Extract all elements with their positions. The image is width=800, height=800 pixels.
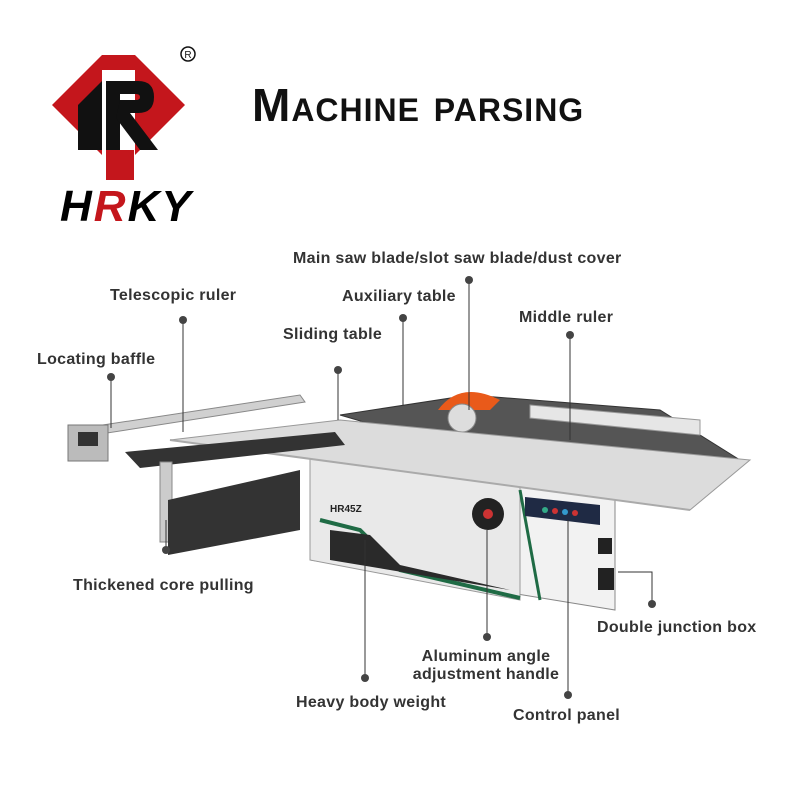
core-pulling-carriage	[168, 470, 300, 555]
brand-name-ky: KY	[127, 182, 193, 231]
callout-thickened-core-pulling: Thickened core pulling	[73, 577, 254, 594]
callout-middle-ruler: Middle ruler	[519, 309, 614, 326]
callout-double-junction-box: Double junction box	[597, 619, 757, 636]
brand-logo: R	[40, 40, 200, 230]
cabinet-recess	[330, 530, 510, 590]
page-title: Machine parsing	[252, 79, 585, 131]
callout-telescopic-ruler: Telescopic ruler	[110, 287, 237, 304]
junction-box-2	[598, 568, 614, 590]
callout-auxiliary-table: Auxiliary table	[342, 288, 456, 305]
rip-fence	[529, 404, 701, 436]
brand-wordmark: HRKY	[60, 182, 193, 232]
model-badge: HR45Z	[330, 504, 362, 515]
logo-mark-icon: R	[52, 46, 196, 180]
callout-aluminum-angle-line2: adjustment handle	[412, 666, 560, 683]
callout-aluminum-angle-line1: Aluminum angle	[421, 648, 551, 665]
registered-mark: R	[184, 50, 191, 61]
callout-heavy-body-weight: Heavy body weight	[296, 694, 447, 711]
callout-aluminum-angle: Aluminum angle adjustment handle	[404, 648, 568, 684]
callout-main-saw-blade: Main saw blade/slot saw blade/dust cover	[293, 250, 622, 267]
outrigger-frame	[125, 432, 345, 468]
callout-locating-baffle: Locating baffle	[37, 351, 156, 368]
leader-lines	[110, 280, 653, 695]
callout-control-panel: Control panel	[513, 707, 621, 724]
brand-name-h: H	[60, 182, 94, 231]
callout-sliding-table: Sliding table	[283, 326, 383, 343]
brand-name-r: R	[93, 182, 128, 231]
junction-box-1	[598, 538, 612, 554]
